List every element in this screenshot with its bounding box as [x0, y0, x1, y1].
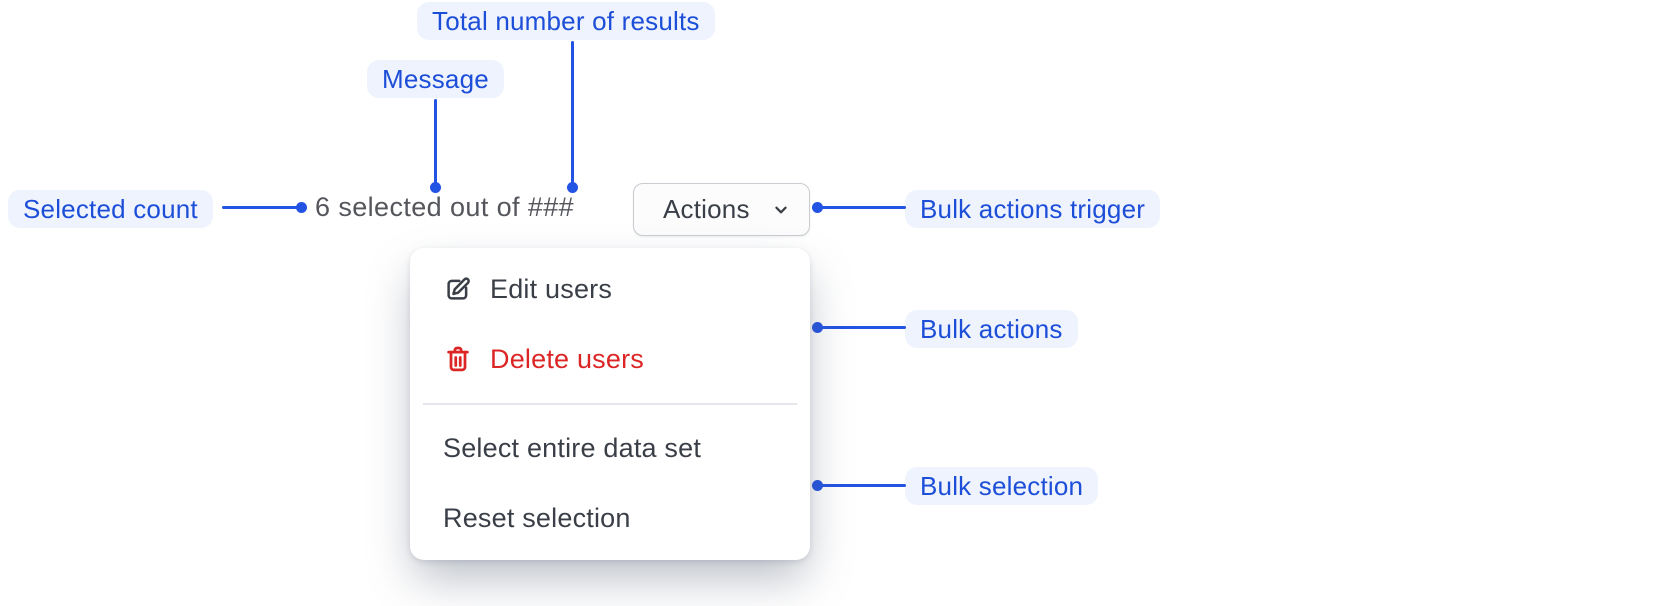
- trash-icon: [443, 344, 473, 374]
- menu-item-delete-users[interactable]: Delete users: [410, 324, 810, 394]
- annotation-bulk-selection: Bulk selection: [905, 467, 1099, 505]
- bulk-actions-menu: Edit users Delete users Select entire da…: [410, 248, 810, 560]
- connector-line-total-results: [571, 41, 574, 184]
- connector-line-bulk-actions-trigger: [822, 206, 906, 209]
- connector-line-bulk-selection: [822, 484, 906, 487]
- bulk-actions-trigger-button[interactable]: Actions: [633, 183, 810, 236]
- annotation-bulk-actions-trigger: Bulk actions trigger: [905, 190, 1161, 228]
- connector-line-selected-count: [222, 206, 302, 209]
- bulk-actions-trigger-label: Actions: [663, 194, 750, 224]
- menu-item-label: Reset selection: [443, 503, 631, 533]
- edit-icon: [443, 274, 473, 304]
- chevron-down-icon: [770, 199, 792, 221]
- annotation-selected-count: Selected count: [8, 190, 213, 228]
- selection-message: 6 selected out of ###: [315, 192, 575, 222]
- menu-item-label: Edit users: [490, 273, 613, 304]
- annotation-total-results: Total number of results: [417, 2, 715, 40]
- connector-dot-bulk-selection: [812, 480, 823, 491]
- menu-item-label: Delete users: [490, 343, 644, 374]
- menu-item-edit-users[interactable]: Edit users: [410, 254, 810, 324]
- menu-item-reset-selection[interactable]: Reset selection: [410, 484, 810, 554]
- connector-line-message: [434, 99, 437, 184]
- menu-divider: [423, 403, 797, 405]
- connector-line-bulk-actions: [822, 326, 906, 329]
- connector-dot-bulk-actions: [812, 322, 823, 333]
- menu-item-select-entire-data-set[interactable]: Select entire data set: [410, 414, 810, 484]
- connector-dot-selected-count: [296, 202, 307, 213]
- connector-dot-bulk-actions-trigger: [812, 202, 823, 213]
- connector-dot-total-results: [567, 182, 578, 193]
- menu-item-label: Select entire data set: [443, 433, 702, 463]
- annotation-message: Message: [367, 60, 504, 98]
- annotation-bulk-actions: Bulk actions: [905, 310, 1078, 348]
- connector-dot-message: [430, 182, 441, 193]
